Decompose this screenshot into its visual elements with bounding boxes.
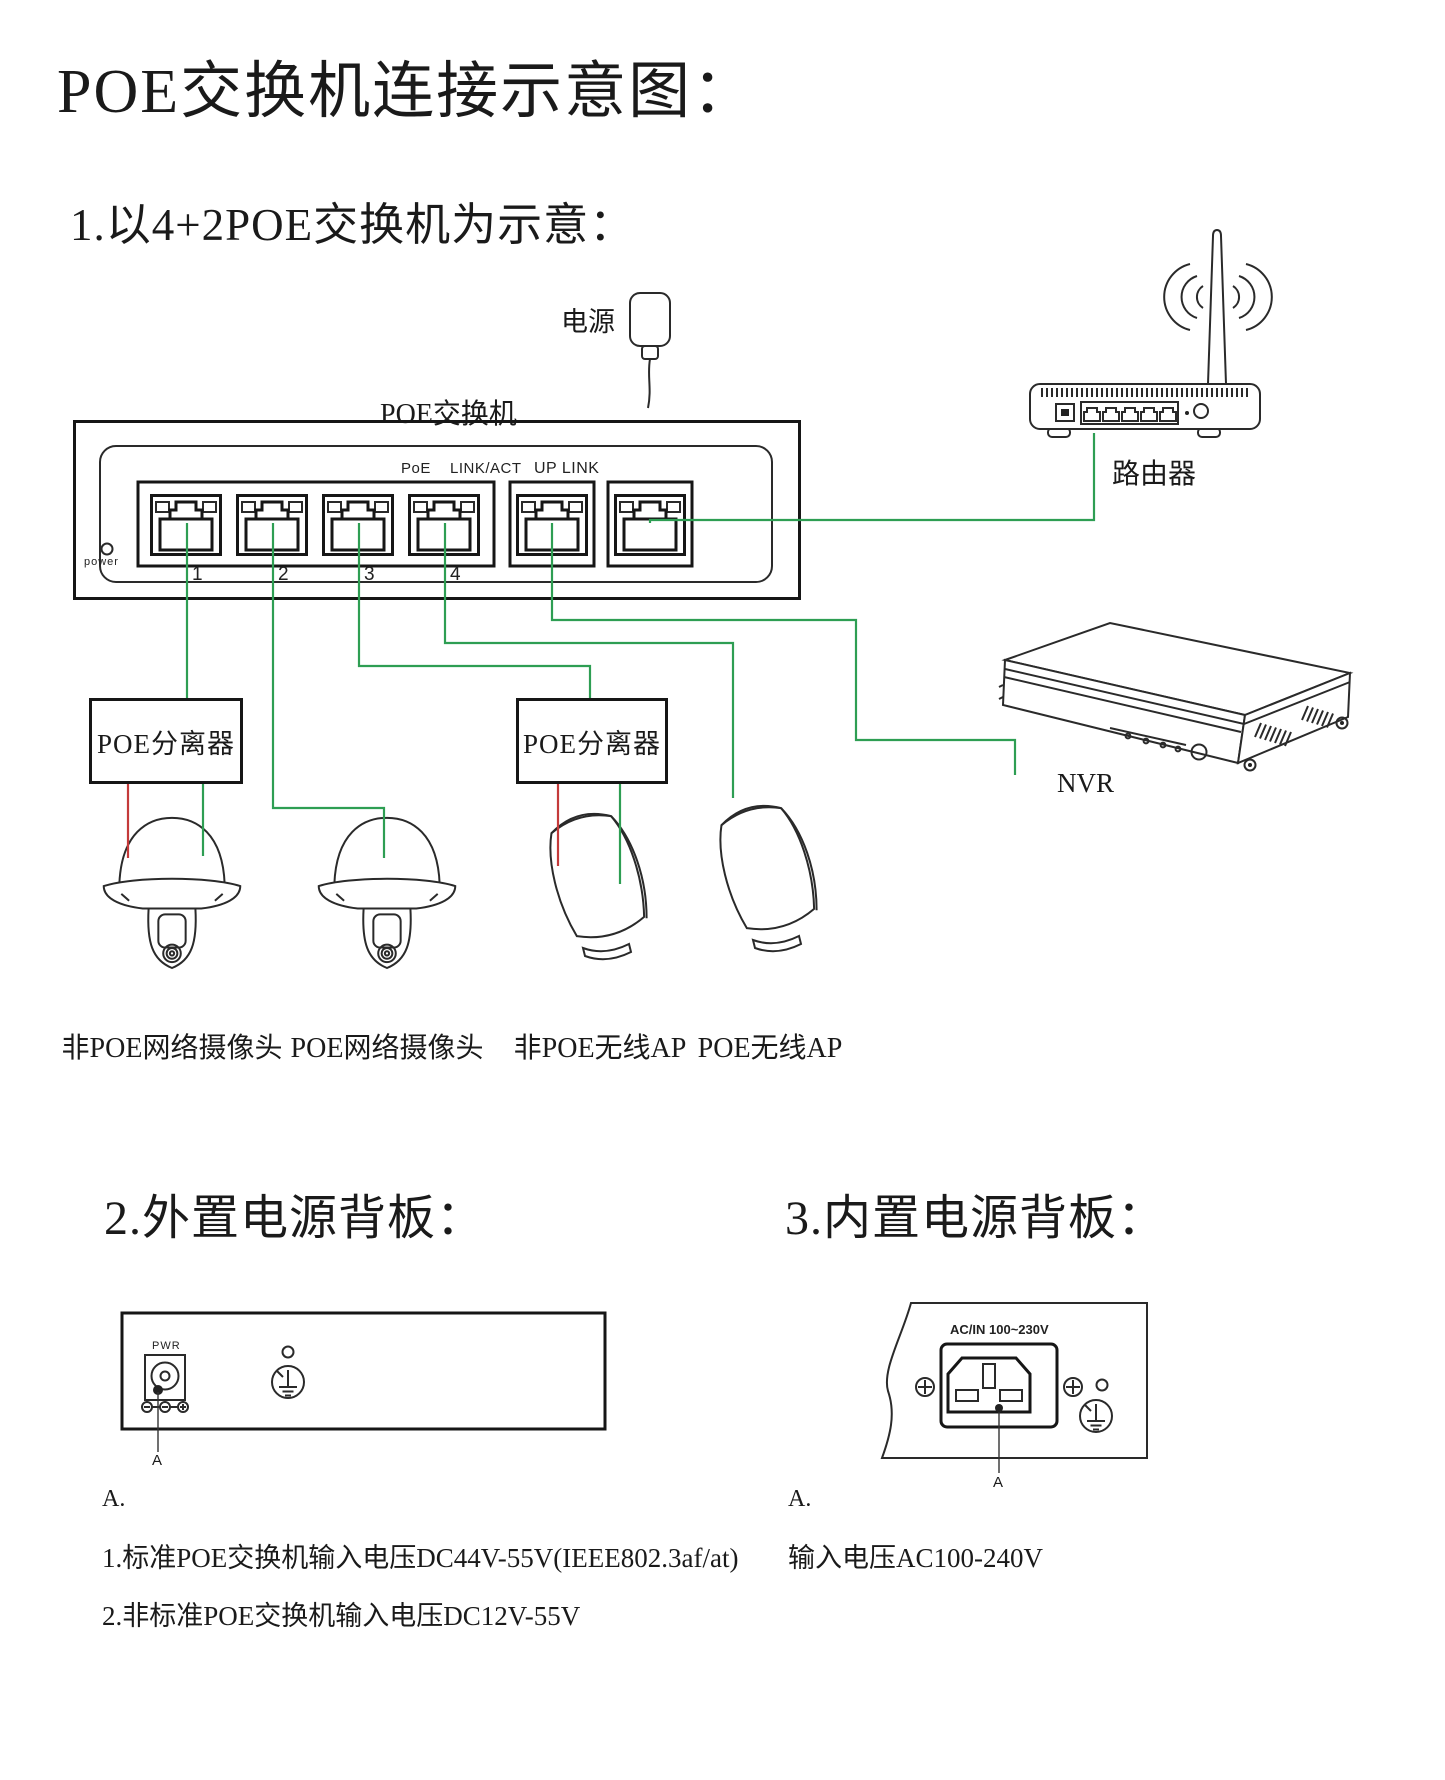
poe-splitter-1: POE分离器: [89, 698, 243, 784]
dome-camera-icon: [309, 806, 465, 974]
pwr-label: PWR: [152, 1340, 181, 1352]
ground-symbol-icon: [272, 1366, 304, 1398]
wireless-ap-icon: [695, 792, 845, 960]
device-label-poe-camera: POE网络摄像头: [290, 1033, 484, 1064]
pointer-a-label: A: [993, 1474, 1004, 1491]
screw-icon: [1064, 1378, 1082, 1396]
section2-note-1: 1.标准POE交换机输入电压DC44V-55V(IEEE802.3af/at): [102, 1543, 739, 1573]
power-plug-icon: [624, 290, 676, 412]
dc-pin-dot: [153, 1385, 163, 1395]
section3-heading: 3.内置电源背板：: [785, 1192, 1167, 1245]
device-label-non-poe-ap: 非POE无线AP: [513, 1033, 687, 1064]
section3-note-title: A.: [788, 1486, 812, 1512]
port-number-1: 1: [192, 564, 203, 585]
power-plug-label: 电源: [561, 307, 615, 337]
ground-symbol-icon: [1080, 1400, 1112, 1432]
ac-inlet-icon: [948, 1358, 1030, 1412]
section2-note-title: A.: [102, 1486, 126, 1512]
device-label-poe-ap: POE无线AP: [697, 1033, 843, 1064]
router-label: 路由器: [1112, 459, 1197, 490]
internal-power-backplane-icon: [858, 1296, 1168, 1496]
port-number-4: 4: [450, 564, 461, 585]
screw-hole-icon: [1097, 1380, 1108, 1391]
section2-heading: 2.外置电源背板：: [104, 1192, 486, 1245]
dc-polarity-icon: [142, 1402, 188, 1412]
switch-label: POE交换机: [380, 399, 517, 430]
port-number-3: 3: [364, 564, 375, 585]
linkact-led-column-label: LINK/ACT: [450, 460, 522, 477]
external-power-backplane-icon: [118, 1308, 618, 1478]
poe-switch-icon: [73, 420, 801, 601]
screw-hole-icon: [283, 1347, 294, 1358]
device-label-non-poe-camera: 非POE网络摄像头: [61, 1033, 283, 1064]
ac-pin-dot: [995, 1404, 1003, 1412]
page-title: POE交换机连接示意图：: [57, 58, 757, 126]
nvr-icon: [950, 585, 1370, 785]
nvr-label: NVR: [1057, 768, 1115, 798]
section3-note: 输入电压AC100-240V: [788, 1543, 1043, 1573]
section1-heading: 1.以4+2POE交换机为示意：: [70, 200, 636, 250]
ac-inlet-label: AC/IN 100~230V: [950, 1322, 1049, 1337]
wireless-ap-icon: [525, 800, 675, 968]
power-led-label: power: [84, 556, 119, 568]
poe-splitter-2: POE分离器: [516, 698, 668, 784]
port-number-2: 2: [278, 564, 289, 585]
section2-note-2: 2.非标准POE交换机输入电压DC12V-55V: [102, 1601, 581, 1631]
router-icon: [1020, 222, 1310, 440]
uplink-label: UP LINK: [534, 460, 600, 477]
poe-splitter-1-label: POE分离器: [96, 728, 235, 759]
poe-splitter-2-label: POE分离器: [522, 728, 661, 759]
pointer-a-label: A: [152, 1452, 163, 1469]
dome-camera-icon: [94, 806, 250, 974]
poe-led-column-label: PoE: [401, 460, 431, 477]
screw-icon: [916, 1378, 934, 1396]
